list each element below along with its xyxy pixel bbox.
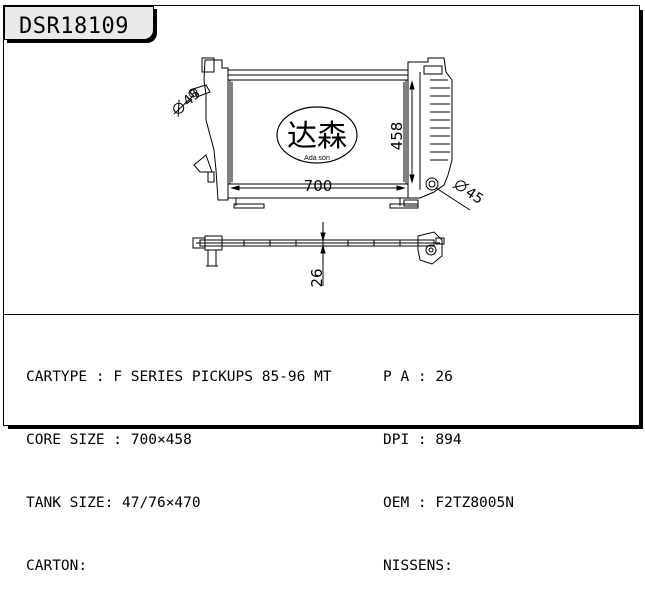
height-label: 458 [388,122,406,151]
spec-list-left: CARTYPE : F SERIES PICKUPS 85-96 MT CORE… [26,325,332,598]
spec-oem: OEM : F2TZ8005N [383,495,514,511]
spec-tank-size: TANK SIZE: 47/76×470 [26,495,201,511]
company-logo: 达森 Ada son [276,106,358,164]
logo-chinese: 达森 [287,119,347,154]
sheet-frame [3,5,640,426]
thickness-label: 26 [308,268,326,287]
side-view-outlet [417,231,443,265]
right-side-tank [407,57,453,199]
frame-shadow [8,426,643,429]
model-code-tab: DSR18109 [4,6,154,40]
spec-nissens: NISSENS: [383,558,453,574]
outlet-leader [435,187,471,211]
outlet-diameter-label: 45 [452,180,486,208]
spec-dpi: DPI : 894 [383,432,462,448]
svg-text:45: 45 [462,185,486,208]
left-side-tank [203,59,229,201]
outlet-pipe [425,177,439,191]
width-label: 700 [304,177,333,195]
spec-core-size: CORE SIZE : 700×458 [26,432,192,448]
spec-carton: CARTON: [26,558,88,574]
radiator-drawing: 达森 Ada son 700 458 26 45 45 [173,57,486,288]
logo-roman: Ada son [304,155,330,162]
frame-shadow [640,10,643,428]
model-code: DSR18109 [19,14,129,39]
spec-pa: P A : 26 [383,369,453,385]
spec-list-right: P A : 26 DPI : 894 OEM : F2TZ8005N NISSE… [383,325,514,598]
inlet-pipe [192,84,211,98]
inlet-leader [173,94,195,115]
section-divider [4,314,640,315]
spec-cartype: CARTYPE : F SERIES PICKUPS 85-96 MT [26,369,332,385]
drain-pipe [207,250,217,267]
